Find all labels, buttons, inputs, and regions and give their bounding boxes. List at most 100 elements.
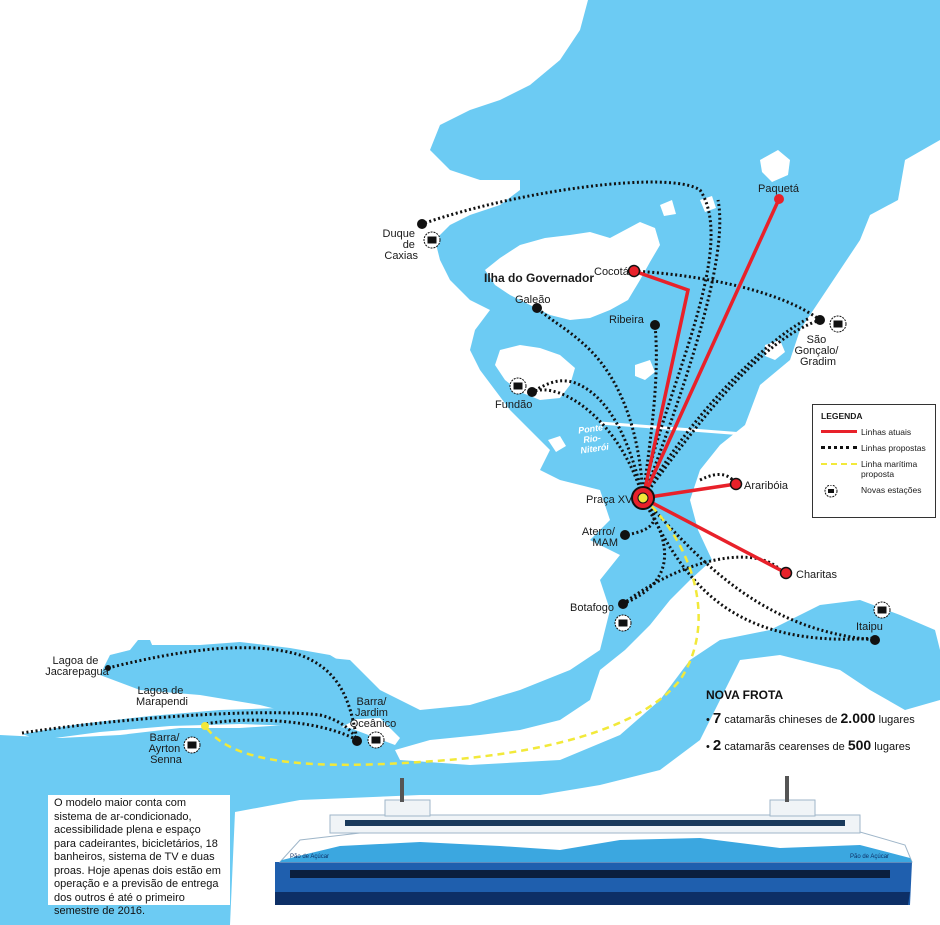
label-ponte: Ponte Rio- Niterói xyxy=(577,422,610,456)
legend-swatch-maritime xyxy=(821,459,857,469)
current-lines xyxy=(633,198,787,575)
line-duque-2 xyxy=(641,199,722,499)
ship-bridge-right xyxy=(769,799,816,817)
ship-bridge-left xyxy=(384,799,431,817)
line-fundao-1 xyxy=(531,379,645,499)
dot-aterro xyxy=(620,530,630,540)
label-paqueta: Paquetá xyxy=(758,183,800,195)
line-ribeira xyxy=(641,324,658,499)
label-barra-ayrton: Barra/ Ayrton Senna xyxy=(149,732,184,766)
new-stations xyxy=(183,231,891,754)
fleet-item: • 7 catamarãs chineses de 2.000 lugares xyxy=(706,710,915,727)
fleet-title: NOVA FROTA xyxy=(706,688,784,702)
hub-praca-xv-inner xyxy=(637,492,649,504)
label-jacarepagua: Lagoa de Jacarepaguá xyxy=(45,655,109,678)
fleet-item: • 2 catamarãs cearenses de 500 lugares xyxy=(706,737,911,754)
label-arariboia: Araribóia xyxy=(744,480,789,492)
line-botafogo xyxy=(622,497,667,606)
label-barra-jardim: Barra/ Jardim Oceânico xyxy=(350,696,396,730)
line-paqueta xyxy=(641,198,781,499)
ilha-small-1 xyxy=(635,360,655,380)
line-cocota-sg xyxy=(633,269,821,322)
label-fundao: Fundão xyxy=(495,399,532,411)
place-labels: Duque de Caxias Ilha do Governador Galeã… xyxy=(45,183,883,766)
label-sao-goncalo: São Gonçalo/ Gradim xyxy=(794,334,841,368)
maritime-line xyxy=(203,497,700,767)
label-duque: Duque de Caxias xyxy=(383,228,419,262)
ship-stripe xyxy=(280,838,912,862)
catamaran-ship: Pão de Açúcar Pão de Açúcar xyxy=(275,776,913,905)
ferry-station-icon xyxy=(367,731,385,749)
dot-sao-goncalo xyxy=(815,315,825,325)
label-marapendi: Lagoa de Marapendi xyxy=(136,685,188,708)
ship-windows xyxy=(290,870,890,878)
line-barra-west xyxy=(21,711,359,741)
station-dots xyxy=(105,194,880,746)
legend-item-maritime: Linha marítima proposta xyxy=(821,459,929,479)
dot-fundao xyxy=(527,387,537,397)
legend-swatch-current xyxy=(821,427,857,437)
legend-label-maritime: Linha marítima proposta xyxy=(861,459,918,479)
dot-duque xyxy=(417,219,427,229)
legend: LEGENDA Linhas atuais Linhas propostas L… xyxy=(812,404,936,518)
legend-swatch-proposed xyxy=(821,443,857,453)
dot-paqueta xyxy=(774,194,784,204)
line-itaipu-2 xyxy=(641,496,876,642)
ship-hull-base xyxy=(275,892,910,905)
label-ribeira: Ribeira xyxy=(609,314,645,326)
dot-jacarepagua xyxy=(105,665,111,671)
ferry-station-icon xyxy=(824,484,838,498)
islands xyxy=(485,150,790,648)
label-itaipu: Itaipu xyxy=(856,621,883,633)
ponte-rio-niteroi xyxy=(599,421,771,438)
label-ilha-governador: Ilha do Governador xyxy=(484,271,594,285)
ferry-station-icon xyxy=(829,315,847,333)
dot-cocota xyxy=(627,264,641,278)
legend-item-proposed: Linhas propostas xyxy=(821,443,929,453)
ferry-station-icon xyxy=(614,614,632,632)
legend-label-current: Linhas atuais xyxy=(861,427,912,437)
line-barra-loop xyxy=(204,718,358,742)
dot-arariboia xyxy=(729,477,743,491)
ship-mast-left xyxy=(400,778,404,802)
label-charitas: Charitas xyxy=(796,569,837,581)
label-cocota: Cocotá xyxy=(594,266,630,278)
dot-charitas xyxy=(779,566,793,580)
dot-botafogo xyxy=(618,599,628,609)
dot-barra-ayrton xyxy=(201,722,209,730)
label-aterro: Aterro/ MAM xyxy=(582,526,618,549)
legend-label-new-stations: Novas estações xyxy=(861,485,922,495)
dot-ribeira xyxy=(650,320,660,330)
lagoa-marapendi xyxy=(22,708,355,740)
lake-north xyxy=(130,640,155,660)
line-charitas xyxy=(642,496,787,575)
label-praca-xv: Praça XV xyxy=(586,494,633,506)
line-sao-goncalo-2 xyxy=(641,316,811,499)
ferry-station-icon xyxy=(183,736,201,754)
legend-item-new-stations: Novas estações xyxy=(821,484,929,498)
line-duque xyxy=(421,180,713,499)
dot-galeao xyxy=(532,303,542,313)
dot-barra-jardim xyxy=(352,736,362,746)
line-cocota xyxy=(633,269,691,499)
legend-item-current: Linhas atuais xyxy=(821,427,929,437)
ship-mast-right xyxy=(785,776,789,802)
legend-label-proposed: Linhas propostas xyxy=(861,443,926,453)
ilha-do-governador xyxy=(485,222,660,320)
ship-name-left: Pão de Açúcar xyxy=(290,854,329,860)
ferry-station-icon xyxy=(873,601,891,619)
label-galeao: Galeão xyxy=(515,294,550,306)
label-botafogo: Botafogo xyxy=(570,602,614,614)
ferry-station-icon xyxy=(423,231,441,249)
line-fundao-2 xyxy=(531,388,645,499)
ilha-small-6 xyxy=(520,632,536,648)
fleet-info: NOVA FROTA • 7 catamarãs chineses de 2.0… xyxy=(706,688,936,764)
ilha-small-4 xyxy=(660,200,676,216)
legend-swatch-stations xyxy=(821,484,857,498)
ilha-small-5 xyxy=(548,436,566,452)
line-arariboia xyxy=(642,482,737,500)
ship-deck-windows xyxy=(345,820,845,826)
